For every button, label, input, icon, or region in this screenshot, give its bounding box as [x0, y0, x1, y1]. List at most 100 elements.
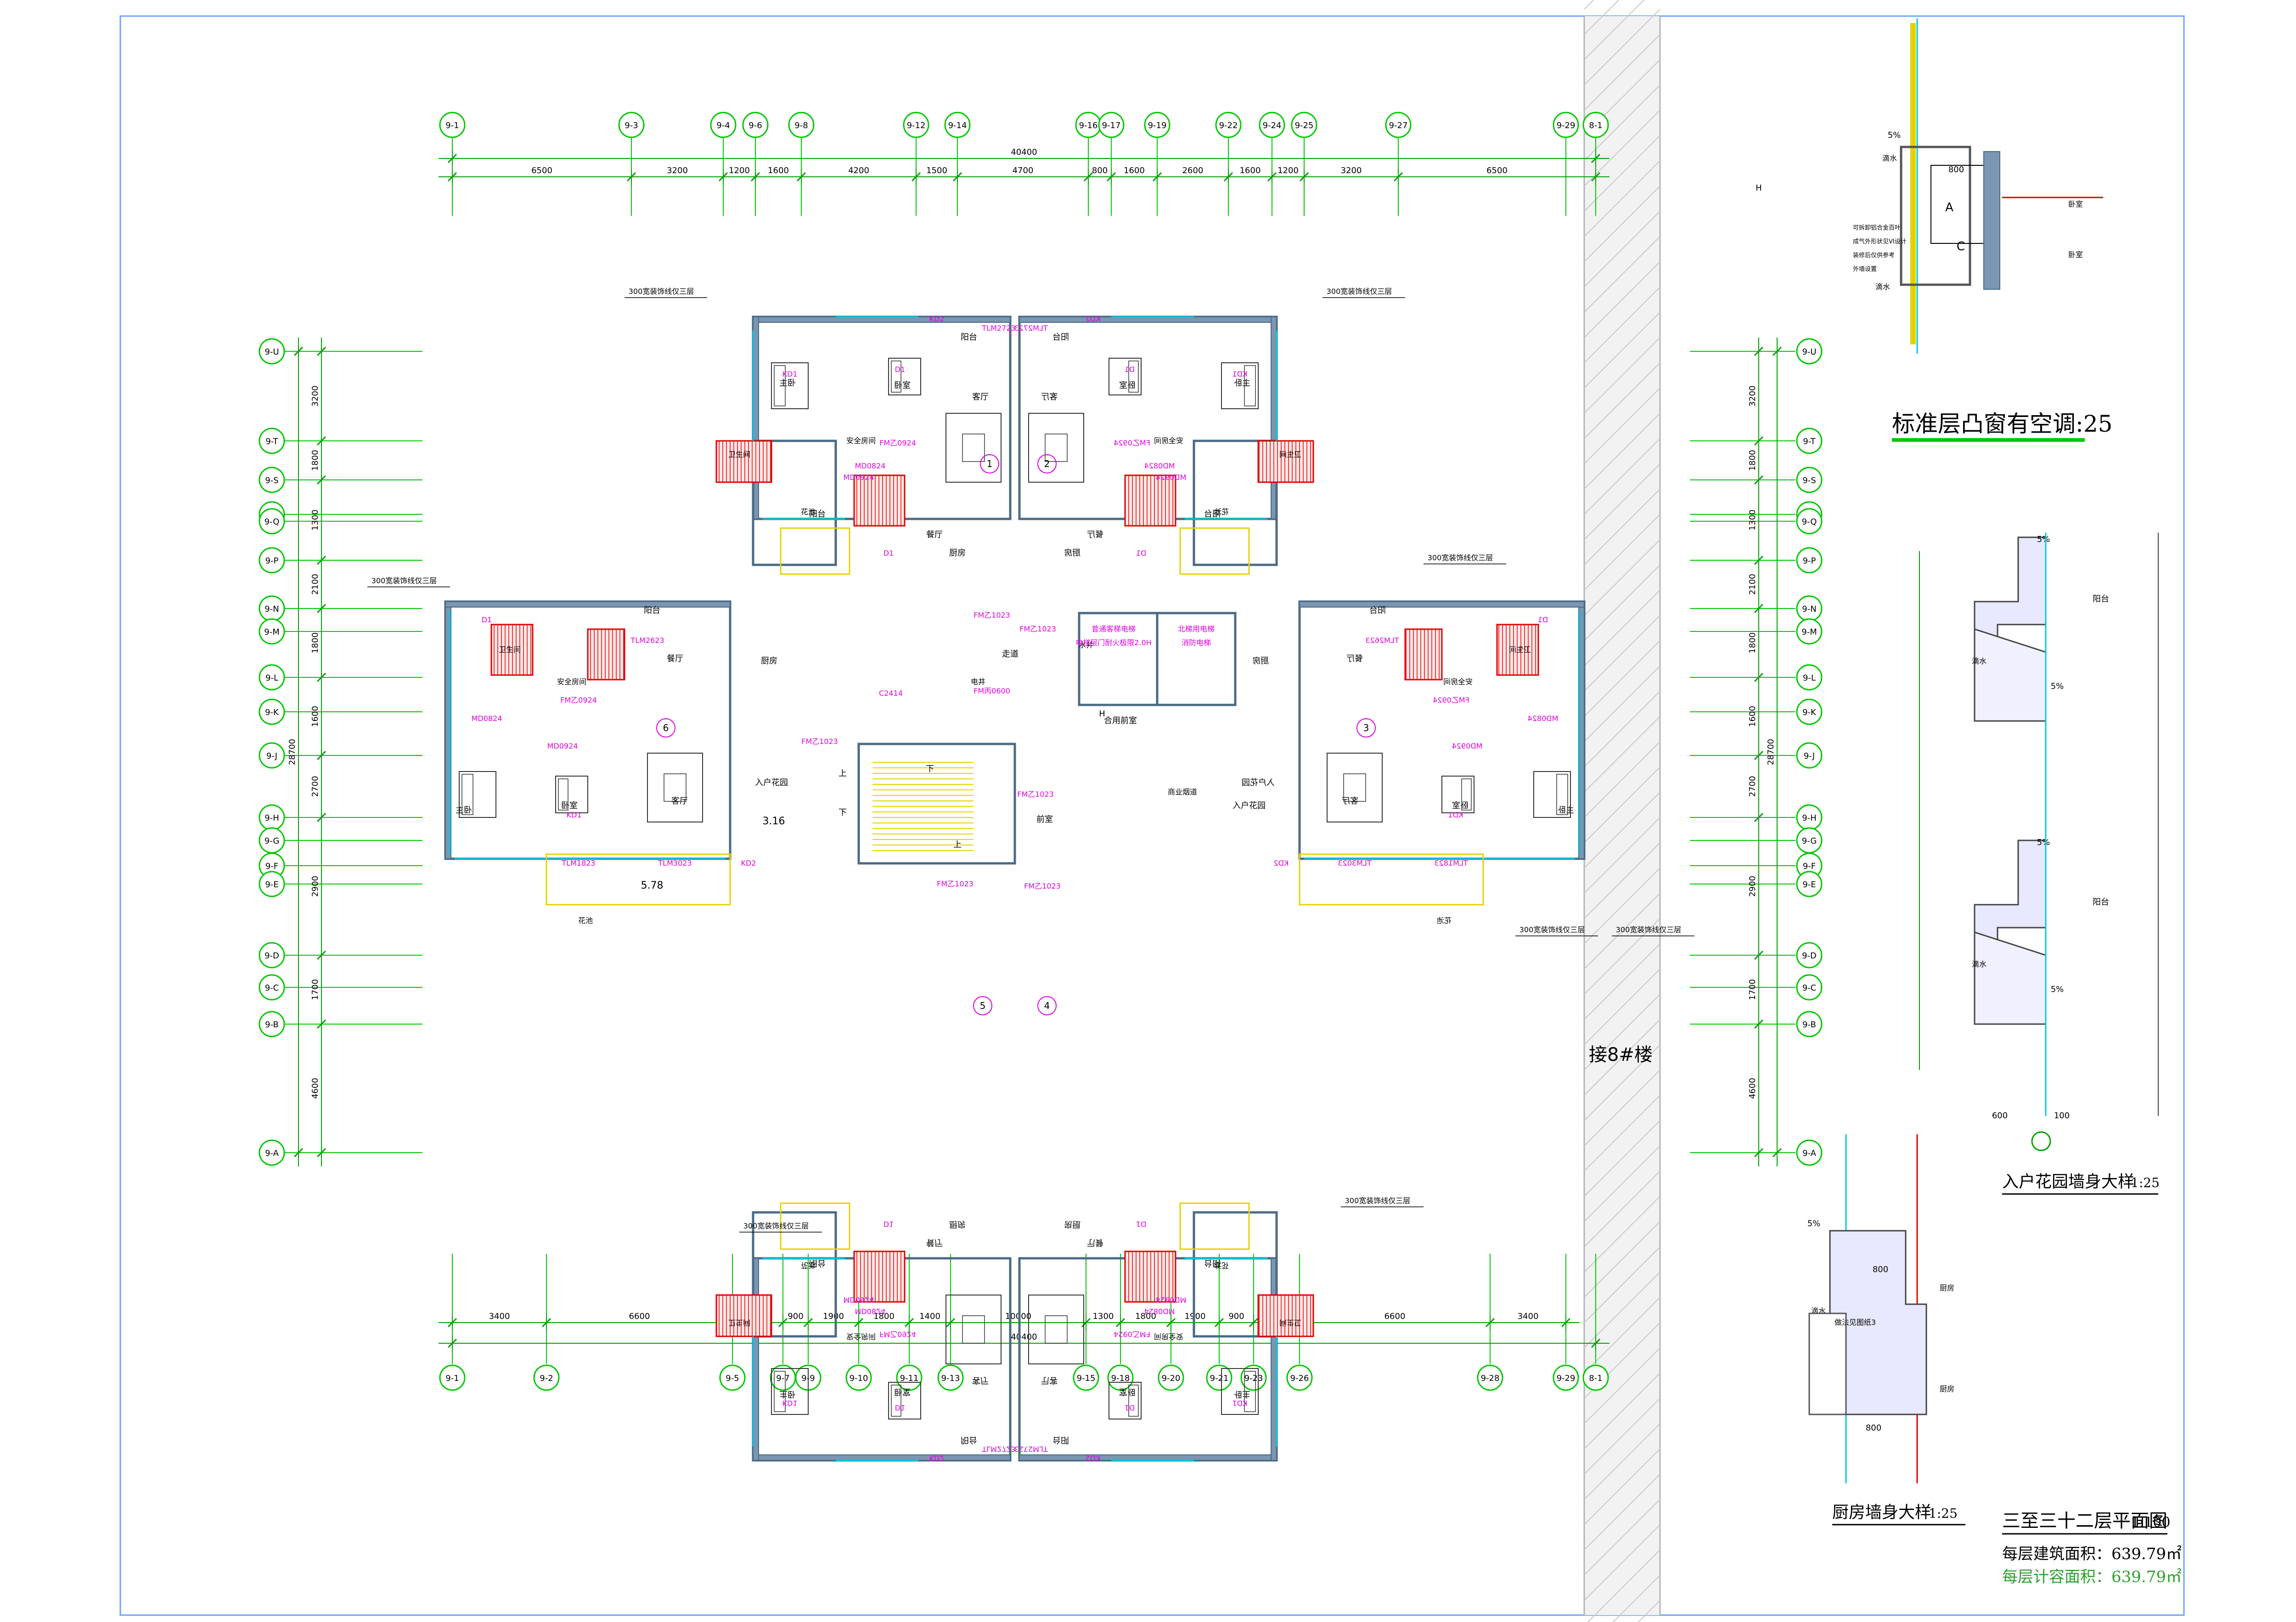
axis-bubble — [1796, 974, 1823, 1001]
axis-label: 9-29 — [1557, 121, 1576, 130]
area-calc: 每层计容面积：639.79㎡ — [2002, 1568, 2182, 1586]
dim-tick — [316, 672, 326, 682]
bed-icon — [1533, 771, 1571, 818]
door-label: C2414 — [879, 689, 903, 698]
dim-tick — [316, 436, 326, 446]
axis-label: 9-C — [1802, 983, 1817, 993]
dim-text: 2900 — [1748, 876, 1757, 897]
dim-tick — [1754, 1019, 1764, 1029]
axis-label: 9-B — [265, 1020, 279, 1030]
building-plan: 主卧卧室客厅餐厅厨房阳台阳台安全房间卫生间花池KD1D1KD2TLM2723FM… — [367, 287, 1694, 1463]
dim-text: 1800 — [873, 1312, 895, 1321]
room-label: 阳台 — [1204, 509, 1221, 519]
unit-number-circle — [1356, 718, 1376, 738]
axis-bubble — [1144, 112, 1171, 138]
pillow-icon — [1128, 360, 1139, 393]
room-label: 花池 — [578, 916, 593, 925]
wall-note: 卧室 — [2068, 250, 2083, 259]
room-label: 安全房间 — [1443, 677, 1473, 686]
axis-bubble — [259, 338, 285, 365]
drawing-frame — [119, 15, 2185, 1616]
kitchen-outline — [1193, 439, 1278, 566]
slope-label: 5% — [2051, 985, 2064, 994]
axis-bubble — [1582, 112, 1609, 138]
dim-tick — [1772, 346, 1782, 356]
axis-label: 9-S — [265, 476, 278, 485]
door-label: 电梯层门耐火极限2.0H — [1075, 638, 1151, 647]
dim-tick — [316, 346, 326, 356]
bathroom-fixture — [715, 1294, 772, 1337]
wall — [445, 601, 731, 608]
unit-number: 4 — [1044, 1000, 1050, 1011]
building-core: 上下上下水井走道合用前室前室商业烟道H电井普通客梯电梯电梯层门耐火极限2.0H北… — [801, 611, 1237, 890]
ac-a: A — [1945, 201, 1953, 214]
wall — [1019, 1454, 1277, 1461]
dim-tick — [1754, 555, 1764, 565]
west-wing: 主卧卧室客厅餐厅厨房阳台安全房间卫生间D1TLM2623MD0824FM乙092… — [444, 600, 788, 925]
axis-bubble — [1796, 467, 1823, 493]
axis-label: 9-E — [1802, 880, 1816, 890]
door-label: KD2 — [1086, 315, 1101, 323]
door-label: D1 — [884, 1220, 894, 1228]
balcony-outline — [1179, 1202, 1250, 1250]
axis-bubble — [896, 1364, 923, 1391]
axis-label: 9-G — [1802, 836, 1817, 846]
axis-label: 9-Q — [264, 517, 280, 527]
pillow-icon — [1244, 1371, 1256, 1412]
door-label: TLM2623 — [1365, 636, 1399, 645]
room-label: 阳台 — [961, 332, 977, 342]
dim-text: 1200 — [1277, 166, 1299, 175]
axis-bubble — [1286, 1364, 1313, 1391]
axis-bubble — [719, 1364, 746, 1391]
room-label: 下 — [926, 764, 934, 774]
axis-label: 9-5 — [726, 1374, 739, 1383]
dim-tick — [316, 812, 326, 822]
room-label: 下 — [838, 808, 847, 817]
axis-bubble — [1158, 1364, 1184, 1391]
room-label: 花池 — [801, 1261, 816, 1270]
sofa-icon — [945, 1295, 1002, 1364]
dim-text: 900 — [1228, 1312, 1244, 1321]
bed-icon — [555, 776, 588, 813]
axis-bubble — [439, 1364, 466, 1391]
slope-label: 5% — [1807, 1219, 1821, 1228]
axis-label: 9-P — [265, 556, 279, 566]
room-label: 主卧 — [1234, 1389, 1250, 1399]
axis-label: 9-D — [1802, 951, 1817, 961]
axis-label: 9-Q — [1802, 517, 1817, 527]
axis-label: 9-7 — [776, 1374, 789, 1383]
room-label: 客厅 — [1041, 392, 1058, 402]
dim-tick — [1754, 346, 1764, 356]
axis-bubble — [1796, 742, 1823, 769]
bathroom-fixture — [853, 1250, 906, 1303]
axis-bubble — [1553, 1364, 1579, 1391]
axis-bubble — [1582, 1364, 1609, 1391]
axis-bubble — [1215, 112, 1242, 138]
axis-label: 9-29 — [1557, 1374, 1576, 1383]
bathroom-fixture — [1124, 1250, 1176, 1303]
axis-label: 9-U — [1802, 347, 1816, 357]
axis-label: 9-15 — [1077, 1374, 1096, 1383]
pillow-icon — [891, 360, 901, 393]
room-label: 电井 — [971, 677, 985, 686]
axis-label: 9-H — [264, 813, 279, 823]
room-label: 餐厅 — [1087, 530, 1103, 540]
door-label: TLM2623 — [630, 636, 664, 645]
axis-label: 9-12 — [907, 121, 926, 130]
unit-number: 6 — [663, 722, 669, 733]
room-label: 花池 — [1214, 507, 1229, 516]
room-label: 阳台 — [1204, 1258, 1221, 1268]
room-label: 上 — [953, 840, 962, 850]
ac-note: 可拆卸铝合金百叶 — [1853, 224, 1901, 231]
door-label: TLM1823 — [1434, 859, 1468, 867]
axis-label: 8-1 — [1589, 121, 1602, 130]
door-label: KD2 — [741, 859, 756, 867]
balcony-outline — [546, 853, 731, 906]
adjacent-building-strip — [1583, 0, 1661, 1622]
wall-note: 卧室 — [2068, 200, 2083, 208]
axis-label: 9-22 — [1219, 121, 1238, 130]
door-label: TLM3023 — [1338, 859, 1372, 867]
axis-label: 9-K — [265, 708, 279, 717]
